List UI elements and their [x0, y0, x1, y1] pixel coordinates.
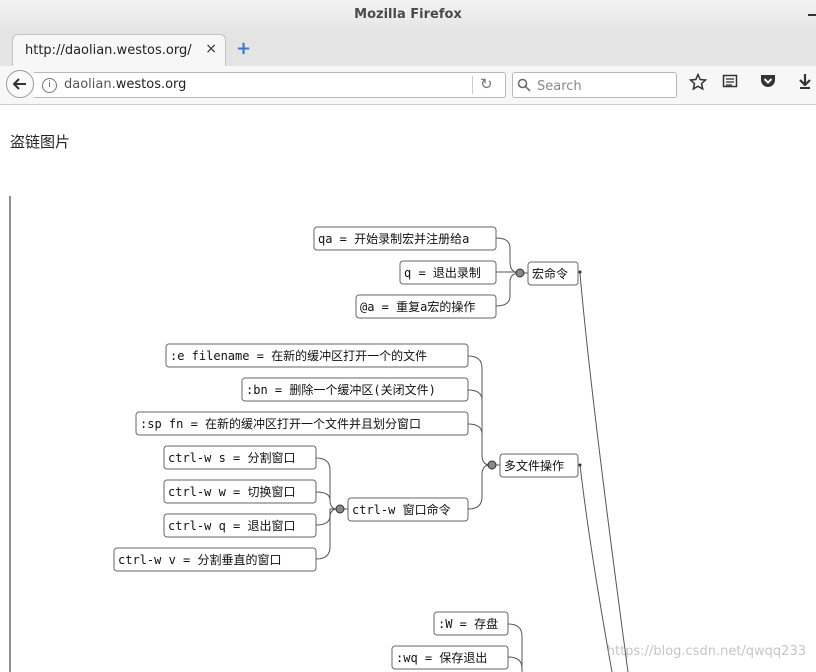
info-icon[interactable]: i [42, 78, 57, 93]
navigation-toolbar: i daolian.westos.org ↻ [0, 66, 816, 105]
url-text[interactable]: daolian.westos.org [64, 77, 186, 92]
url-bar[interactable]: i daolian.westos.org ↻ [34, 72, 506, 98]
download-arrow-icon[interactable] [797, 73, 813, 89]
minimize-button[interactable] [808, 14, 816, 30]
mindmap-node: :W = 存盘 [438, 616, 498, 631]
mindmap-node: ctrl-w v = 分割垂直的窗口 [118, 552, 281, 567]
url-separator [472, 76, 473, 94]
search-input[interactable] [535, 76, 674, 96]
mindmap-node: 多文件操作 [504, 458, 564, 473]
reader-list-icon[interactable] [722, 73, 738, 89]
mindmap-node: :e filename = 在新的缓冲区打开一个的文件 [170, 348, 427, 363]
search-icon [517, 78, 531, 92]
mindmap-node: ctrl-w s = 分割窗口 [168, 450, 295, 465]
new-tab-button[interactable]: + [236, 38, 252, 59]
reload-icon[interactable]: ↻ [480, 75, 493, 93]
tab-title: http://daolian.westos.org/ [25, 43, 192, 58]
mindmap-node: 宏命令 [532, 266, 568, 281]
back-button[interactable] [6, 70, 34, 98]
mindmap-node: :wq = 保存退出 [396, 651, 487, 665]
mindmap-node: @a = 重复a宏的操作 [360, 299, 475, 314]
close-tab-icon[interactable]: × [205, 41, 217, 57]
mindmap-node: :bn = 删除一个缓冲区(关闭文件) [246, 382, 436, 397]
tab-active[interactable]: http://daolian.westos.org/ × [12, 34, 226, 66]
page-heading: 盗链图片 [10, 133, 71, 151]
mindmap-node: ctrl-w w = 切换窗口 [168, 485, 295, 499]
mindmap-image: qa = 开始录制宏并注册给a q = 退出录制 @a = 重复a宏的操作 宏命… [9, 196, 629, 672]
url-host: westos.org [115, 77, 187, 92]
watermark-text: https://blog.csdn.net/qwqq233 [606, 644, 806, 659]
mindmap-node: ctrl-w 窗口命令 [352, 502, 451, 517]
mindmap-node: qa = 开始录制宏并注册给a [318, 231, 469, 246]
url-subdomain: daolian. [64, 77, 116, 92]
window-title: Mozilla Firefox [354, 7, 462, 22]
mindmap-node: ctrl-w q = 退出窗口 [168, 519, 295, 533]
bookmark-star-icon[interactable] [689, 73, 707, 91]
pocket-icon[interactable] [759, 73, 777, 89]
mindmap-node: q = 退出录制 [404, 266, 481, 280]
mindmap-node: :sp fn = 在新的缓冲区打开一个文件并且划分窗口 [140, 416, 421, 431]
search-box[interactable] [512, 72, 677, 98]
tab-strip: http://daolian.westos.org/ × [0, 30, 816, 67]
window-titlebar: Mozilla Firefox [0, 0, 816, 30]
back-arrow-icon [12, 78, 26, 90]
